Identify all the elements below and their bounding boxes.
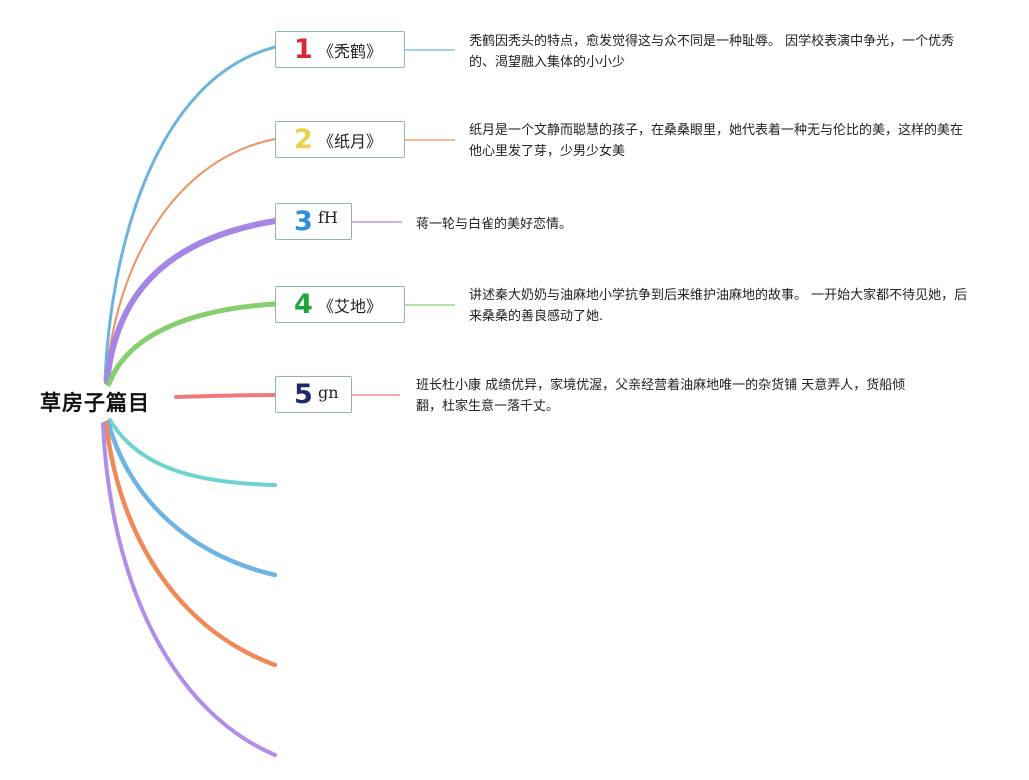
branch-topic-3: [104, 218, 278, 385]
root-topic[interactable]: 草房子篇目: [40, 388, 150, 418]
topic-description-3[interactable]: 蒋一轮与白雀的美好恋情。: [416, 217, 573, 232]
topic-node-3[interactable]: 3 fH: [275, 203, 352, 240]
topic-title-3: fH: [318, 208, 338, 227]
branch-topic-4: [106, 301, 278, 387]
topic-title-2: 《纸月》: [318, 131, 383, 151]
topic-number-4: 4: [294, 289, 313, 320]
topic-description-2[interactable]: 纸月是一个文静而聪慧的孩子，在桑桑眼里，她代表着一种无与伦比的美，这样的美在他心…: [469, 123, 964, 159]
branch-topic-2: [105, 138, 276, 381]
branch-topic-1: [103, 45, 277, 382]
empty-branch-3: [103, 420, 278, 668]
topic-description-1[interactable]: 秃鹤因秃头的特点，愈发觉得这与众不同是一种耻辱。 因学校表演中争光，一个优秀的、…: [469, 34, 955, 70]
topic-node-2[interactable]: 2 《纸月》: [275, 121, 405, 158]
topic-title-4: 《艾地》: [318, 296, 383, 316]
topic-description-4[interactable]: 讲述秦大奶奶与油麻地小学抗争到后来维护油麻地的故事。 一开始大家都不待见她，后来…: [469, 288, 968, 324]
topic-node-1[interactable]: 1 《秃鹤》: [275, 31, 405, 68]
topic-number-1: 1: [294, 34, 313, 65]
empty-branch-2: [105, 419, 278, 578]
branch-topic-5: [174, 393, 277, 399]
topic-title-5: gn: [318, 383, 339, 402]
empty-branch-4: [101, 422, 277, 757]
topic-number-3: 3: [294, 206, 313, 237]
topic-description-5[interactable]: 班长杜小康 成绩优异，家境优渥，父亲经营着油麻地唯一的杂货铺 天意弄人，货船倾翻…: [416, 378, 906, 414]
empty-branch-1: [108, 418, 277, 487]
topic-node-4[interactable]: 4 《艾地》: [275, 286, 405, 323]
topic-node-5[interactable]: 5 gn: [275, 376, 352, 413]
topic-number-5: 5: [294, 379, 313, 410]
topic-title-1: 《秃鹤》: [318, 41, 383, 61]
topic-number-2: 2: [294, 124, 313, 155]
